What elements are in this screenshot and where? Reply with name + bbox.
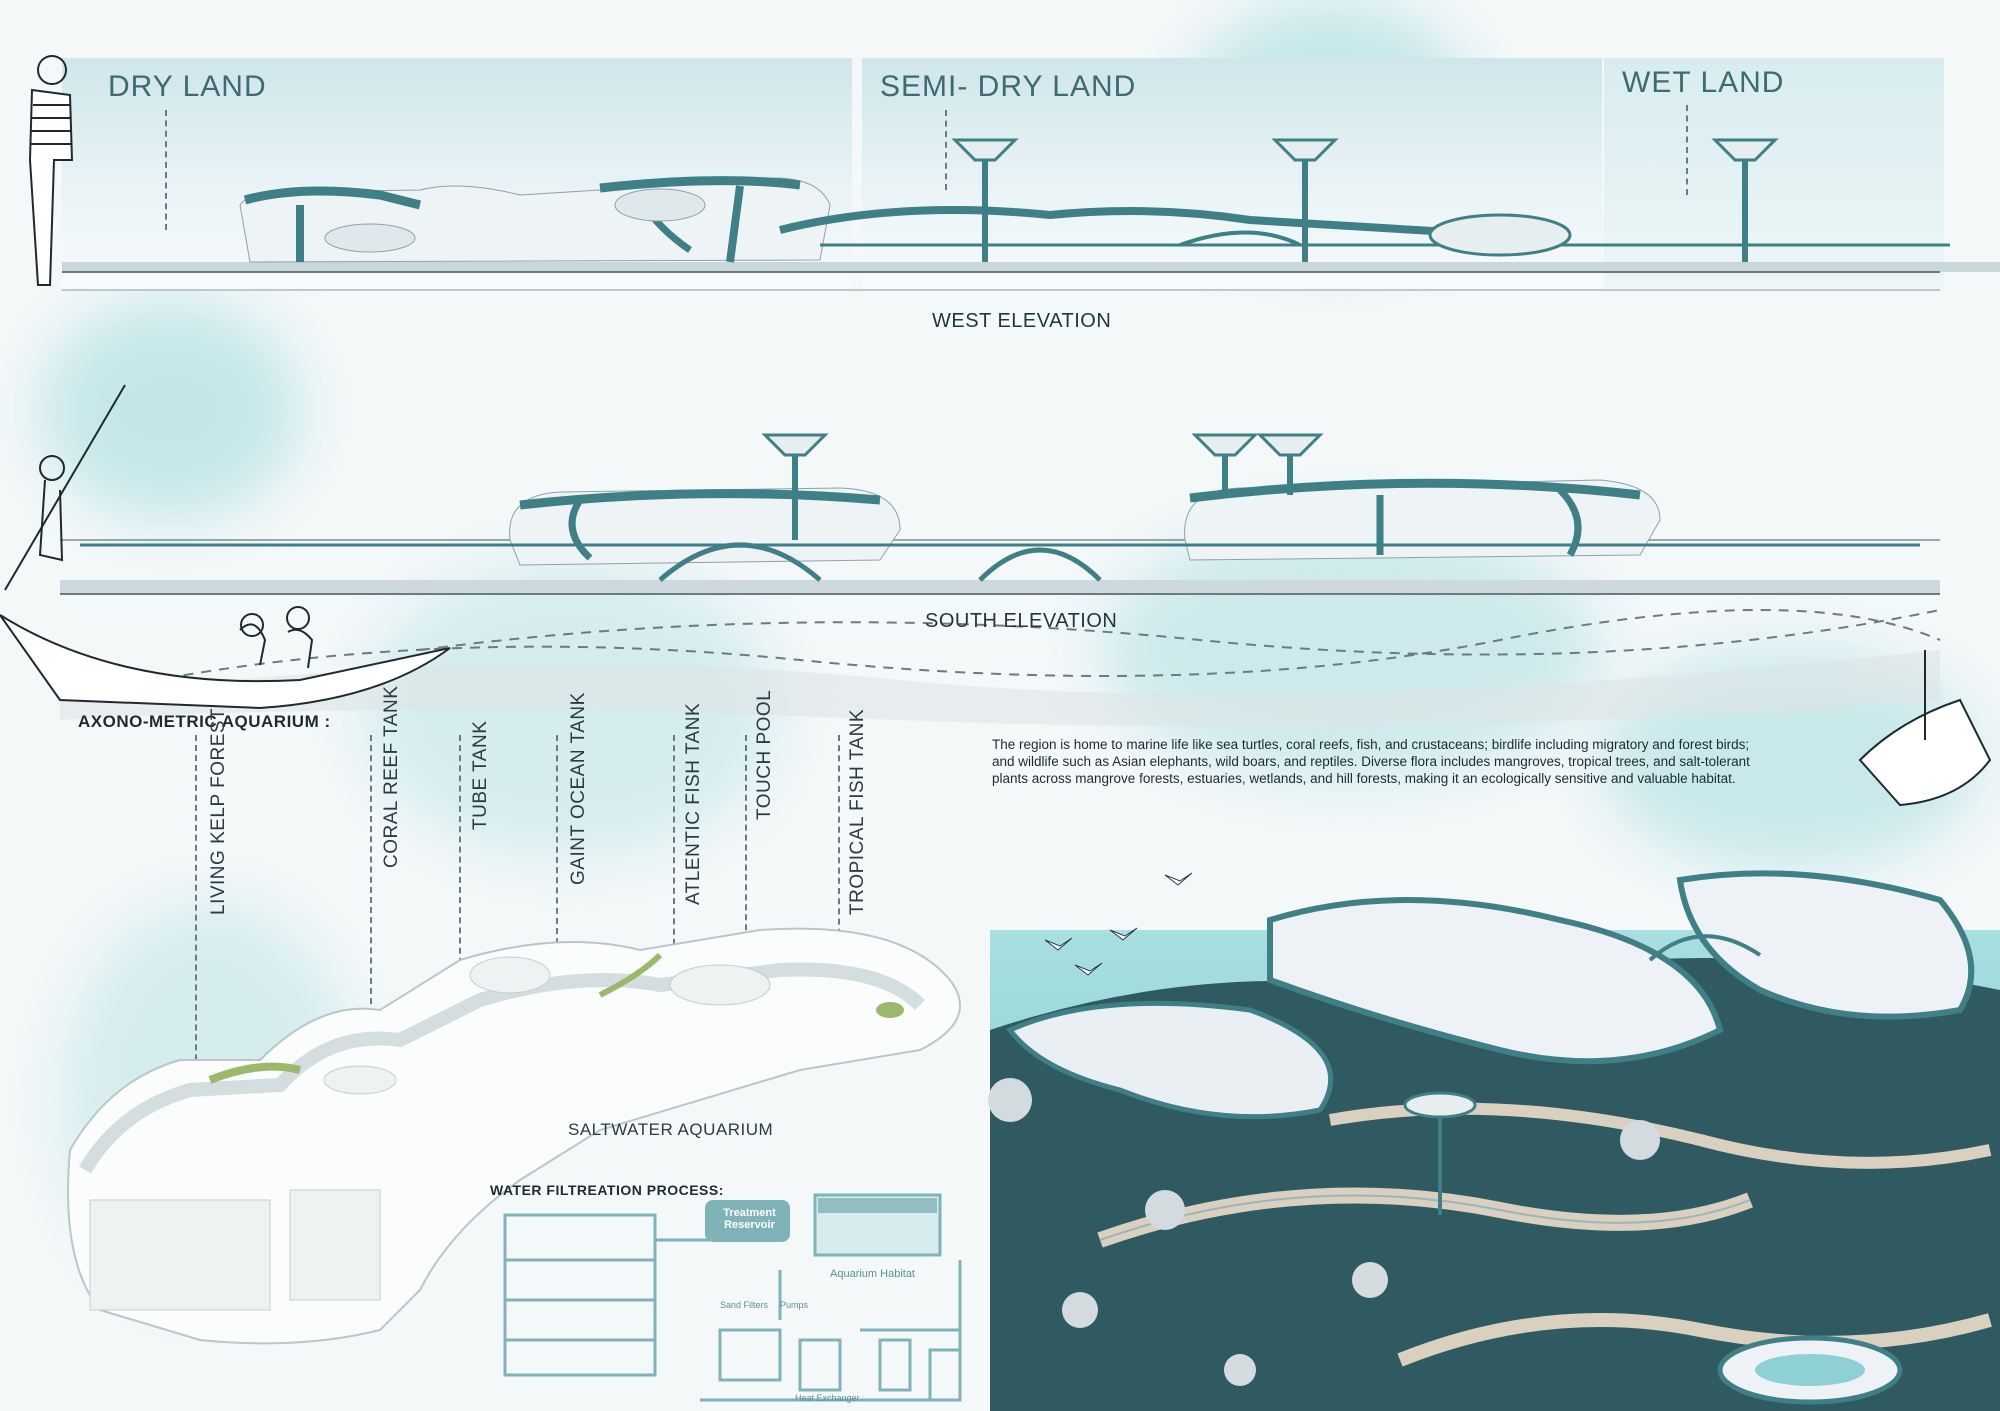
filtration-title: WATER FILTREATION PROCESS:	[490, 1182, 724, 1198]
zone-title-wet: WET LAND	[1622, 66, 1785, 99]
aquarium-habitat-label: Aquarium Habitat	[830, 1268, 915, 1280]
west-elevation-title: WEST ELEVATION	[932, 310, 1112, 332]
tank-leader-line	[370, 735, 372, 1075]
region-description: The region is home to marine life like s…	[992, 737, 1750, 786]
south-elevation-title: SOUTH ELEVATION	[925, 610, 1118, 632]
pumps-label: Pumps	[780, 1300, 809, 1310]
watercolor-wash	[40, 300, 300, 520]
saltwater-aquarium-label: SALTWATER AQUARIUM	[568, 1120, 774, 1139]
watercolor-wash	[1100, 520, 1600, 780]
axono-title: AXONO-METRIC AQUARIUM :	[78, 712, 331, 731]
tank-leader-line	[556, 735, 558, 995]
tank-leader-line	[838, 735, 840, 945]
zone-marker-line	[165, 110, 167, 230]
zone-marker-line	[1686, 105, 1688, 195]
tank-leader-line	[745, 735, 747, 980]
zone-title-semi-dry: SEMI- DRY LAND	[880, 70, 1137, 103]
heat-exchanger-label: Heat Exchanger	[795, 1393, 860, 1403]
tank-leader-line	[459, 735, 461, 1045]
sand-filters-label: Sand Filters	[720, 1300, 769, 1310]
tank-leader-line	[673, 735, 675, 955]
tank-leader-line	[195, 735, 197, 1270]
zone-title-dry: DRY LAND	[108, 70, 267, 103]
zone-marker-line	[945, 110, 947, 190]
treatment-reservoir-label: Treatment Reservoir	[723, 1207, 776, 1231]
wet-land-panel	[1604, 58, 1944, 290]
